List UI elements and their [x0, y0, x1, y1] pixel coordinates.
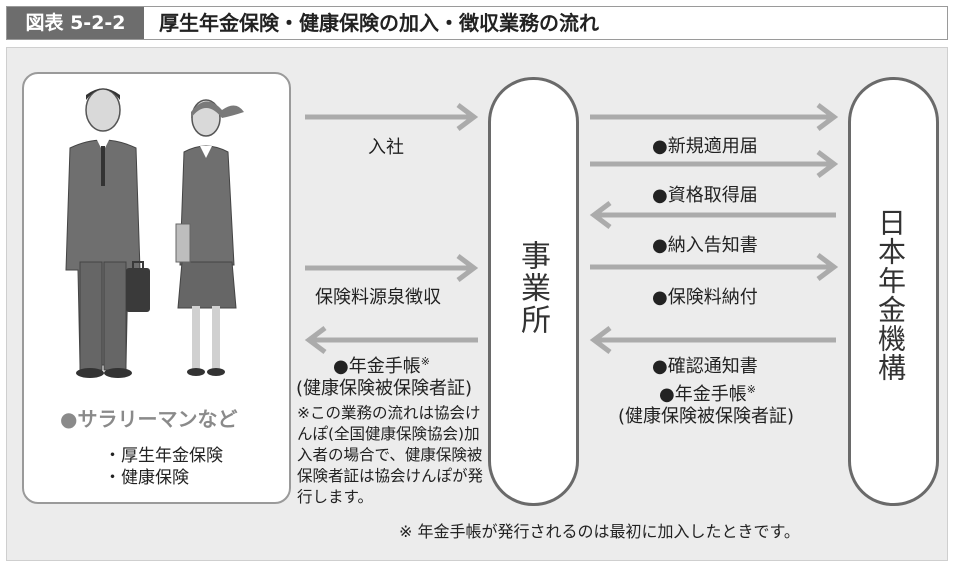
label-new-registration: ●新規適用届: [652, 136, 758, 157]
label-pension-book-right: ●年金手帳※: [659, 380, 756, 406]
pension-book-left-text: ●年金手帳: [333, 356, 421, 377]
side-note: ※この業務の流れは協会けんぽ(全国健康保険協会)加入者の場合で、健康保険被保険者…: [297, 404, 484, 506]
footer-note: ※ 年金手帳が発行されるのは最初に加入したときです。: [399, 522, 800, 541]
figure-header: 図表 5-2-2 厚生年金保険・健康保険の加入・徴収業務の流れ: [6, 6, 948, 40]
office-label: 事業所: [515, 240, 550, 336]
insurance-item-health: ・健康保険: [104, 468, 189, 488]
employees-box: [22, 72, 291, 504]
insurance-item-pension: ・厚生年金保険: [104, 446, 223, 466]
figure-number-label: 図表 5-2-2: [7, 7, 144, 39]
figure-title: 厚生年金保険・健康保険の加入・徴収業務の流れ: [159, 11, 599, 35]
label-pension-book-left: ●年金手帳※: [333, 352, 430, 378]
pension-book-right-mark: ※: [746, 383, 756, 396]
pension-org-label: 日本年金機構: [874, 208, 907, 382]
office-node: [488, 77, 579, 506]
label-confirmation-notice: ●確認通知書: [652, 356, 758, 377]
label-join: 入社: [368, 137, 404, 158]
label-withhold: 保険料源泉徴収: [315, 287, 441, 308]
pension-book-right-text: ●年金手帳: [659, 384, 747, 405]
pension-book-left-mark: ※: [420, 355, 430, 368]
label-premium-payment: ●保険料納付: [652, 287, 758, 308]
label-payment-notice: ●納入告知書: [652, 235, 758, 256]
employees-caption: ●サラリーマンなど: [60, 407, 238, 431]
label-insurance-card-left: (健康保険被保険者証): [296, 378, 473, 399]
label-acquisition: ●資格取得届: [652, 185, 758, 206]
label-insurance-card-right: (健康保険被保険者証): [618, 406, 795, 427]
pension-org-node: [848, 77, 939, 506]
